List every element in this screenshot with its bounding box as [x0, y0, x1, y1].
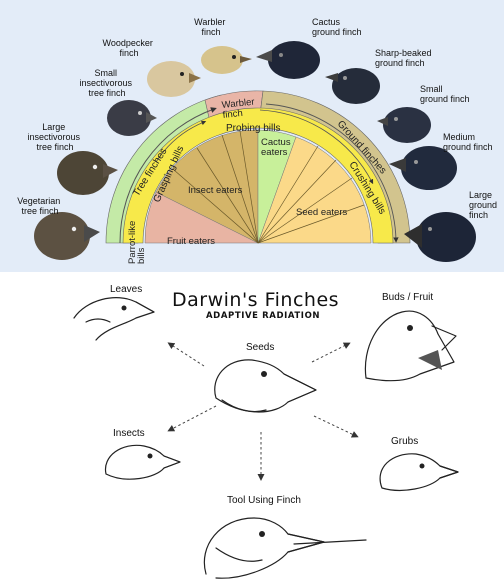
grubs-label: Grubs — [391, 436, 418, 447]
adaptive-radiation-diagram: Darwin's Finches ADAPTIVE RADIATION Leav… — [66, 278, 468, 583]
sharp-beaked-ground-finch-head — [325, 68, 380, 104]
cactus-ground-finch-label: Cactus ground finch — [312, 17, 362, 37]
fruit-eaters-label: Fruit eaters — [167, 236, 215, 247]
vegetarian-tree-finch-head — [34, 212, 100, 260]
warbler-finch-label: Warbler finch — [194, 17, 228, 37]
sharp-beaked-ground-finch-label: Sharp-beaked ground finch — [375, 48, 434, 68]
buds-fruit-label: Buds / Fruit — [382, 292, 433, 303]
large-ground-finch-head — [404, 212, 476, 262]
large-insectivorous-tree-finch-head — [57, 151, 118, 195]
woodpecker-finch-head — [147, 61, 201, 97]
seeds-label: Seeds — [246, 342, 274, 353]
seeds-finch-sketch — [215, 360, 316, 412]
leaves-finch-sketch — [74, 298, 154, 340]
insects-finch-sketch — [105, 445, 180, 479]
adaptive-radiation-svg: Darwin's Finches ADAPTIVE RADIATION Leav… — [66, 278, 468, 583]
tool-using-finch-sketch — [204, 518, 366, 578]
diagram-subtitle: ADAPTIVE RADIATION — [206, 311, 320, 321]
buds-fruit-finch-sketch — [365, 311, 456, 381]
large-ground-finch-label: Large ground finch — [469, 190, 500, 220]
small-insectivorous-tree-finch-head — [107, 100, 157, 136]
medium-ground-finch-label: Medium ground finch — [443, 132, 493, 152]
probing-bills-label: Probing bills — [226, 123, 280, 134]
tool-using-finch-label: Tool Using Finch — [227, 495, 301, 506]
grubs-finch-sketch — [380, 454, 458, 491]
medium-ground-finch-head — [389, 146, 457, 190]
warbler-finch-head — [201, 46, 252, 74]
woodpecker-finch-label: Woodpecker finch — [103, 38, 156, 58]
small-ground-finch-label: Small ground finch — [420, 84, 470, 104]
insect-eaters-label: Insect eaters — [188, 185, 243, 196]
small-ground-finch-head — [377, 107, 431, 143]
diagram-title: Darwin's Finches — [172, 289, 339, 311]
finch-beak-diagram: Tree finches Ground finches Probing bill… — [0, 0, 504, 272]
cactus-ground-finch-head — [256, 41, 320, 79]
leaves-label: Leaves — [110, 284, 142, 295]
vegetarian-tree-finch-label: Vegetarian tree finch — [17, 196, 63, 216]
large-insectivorous-tree-finch-label: Large insectivorous tree finch — [27, 122, 82, 152]
small-insectivorous-tree-finch-label: Small insectivorous tree finch — [79, 68, 134, 98]
finch-beak-diagram-svg: Tree finches Ground finches Probing bill… — [0, 0, 504, 272]
insects-label: Insects — [113, 428, 145, 439]
seed-eaters-label: Seed eaters — [296, 207, 347, 218]
